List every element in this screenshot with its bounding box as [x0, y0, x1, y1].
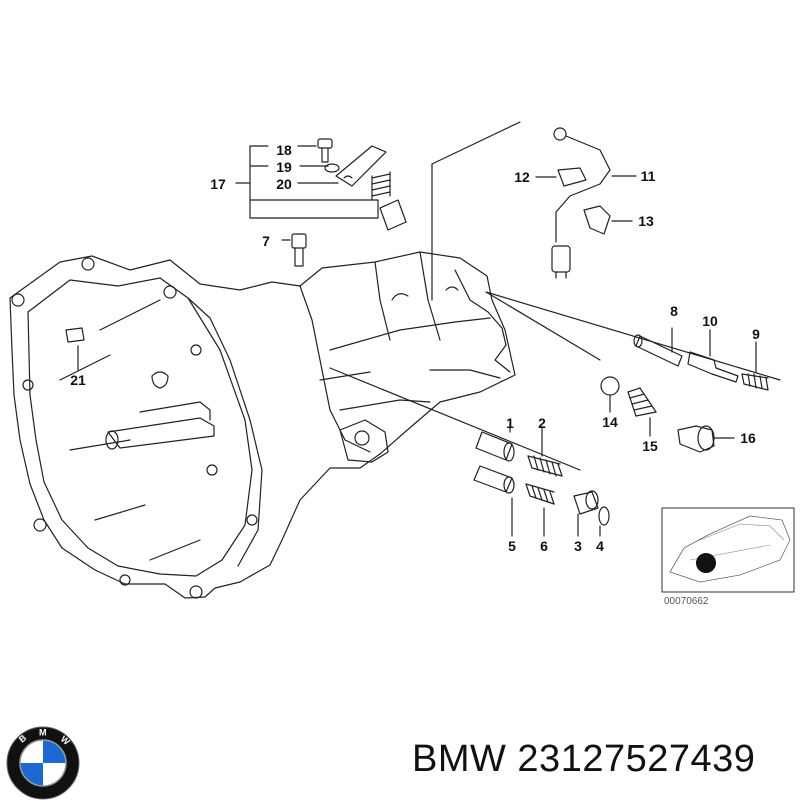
callout-19: 19: [276, 159, 292, 175]
callout-12: 12: [514, 169, 530, 185]
plate-20: [335, 145, 387, 187]
brand-part-number: BMW 23127527439: [412, 738, 756, 780]
bmw-roundel-icon: B M W: [6, 726, 80, 800]
transmission-housing: [9, 251, 516, 599]
callout-20: 20: [276, 176, 292, 192]
clip-12: [535, 167, 587, 187]
ball-14: [600, 376, 620, 396]
washer-19: [324, 163, 340, 173]
spring-6: [525, 483, 555, 505]
reference-number: 00070662: [664, 596, 709, 607]
sleeve-17: [379, 199, 407, 231]
spring-9: [741, 341, 769, 391]
circlip-4: [598, 506, 610, 526]
spring-15: [627, 387, 657, 417]
svg-text:M: M: [39, 728, 47, 738]
callout-5: 5: [508, 538, 516, 554]
callout-13: 13: [638, 213, 654, 229]
part-10: [687, 329, 739, 383]
callout-10: 10: [702, 313, 718, 329]
cap-3: [573, 490, 599, 515]
svg-text:B: B: [17, 732, 29, 744]
callout-14: 14: [602, 414, 618, 430]
callout-7: 7: [262, 233, 270, 249]
callout-6: 6: [540, 538, 548, 554]
spring-20: [371, 171, 391, 201]
callout-bracket-17: [235, 145, 379, 219]
clip-13: [583, 205, 633, 235]
bolt-18: [317, 138, 333, 163]
piston-5: [473, 465, 515, 494]
piston-1: [475, 431, 515, 462]
callout-4: 4: [596, 538, 604, 554]
callout-3: 3: [574, 538, 582, 554]
callout-1: 1: [506, 415, 514, 431]
callout-17: 17: [210, 176, 226, 192]
callout-11: 11: [641, 168, 656, 184]
callout-8: 8: [670, 303, 678, 319]
sensor-11: [551, 127, 637, 279]
callout-2: 2: [538, 415, 546, 431]
part-8: [633, 327, 683, 367]
callout-18: 18: [276, 142, 292, 158]
bolt-7: [291, 233, 307, 267]
callout-9: 9: [752, 326, 760, 342]
callout-21: 21: [70, 372, 86, 388]
inset-vehicle-locator: [661, 507, 795, 593]
callout-labels: 1 2 3 4 5 6 7 8 9 10 11 12 13 14 15 16 1…: [70, 142, 760, 607]
spring-2: [527, 455, 563, 477]
plug-16: [677, 425, 735, 453]
callout-15: 15: [642, 438, 658, 454]
callout-16: 16: [740, 430, 756, 446]
